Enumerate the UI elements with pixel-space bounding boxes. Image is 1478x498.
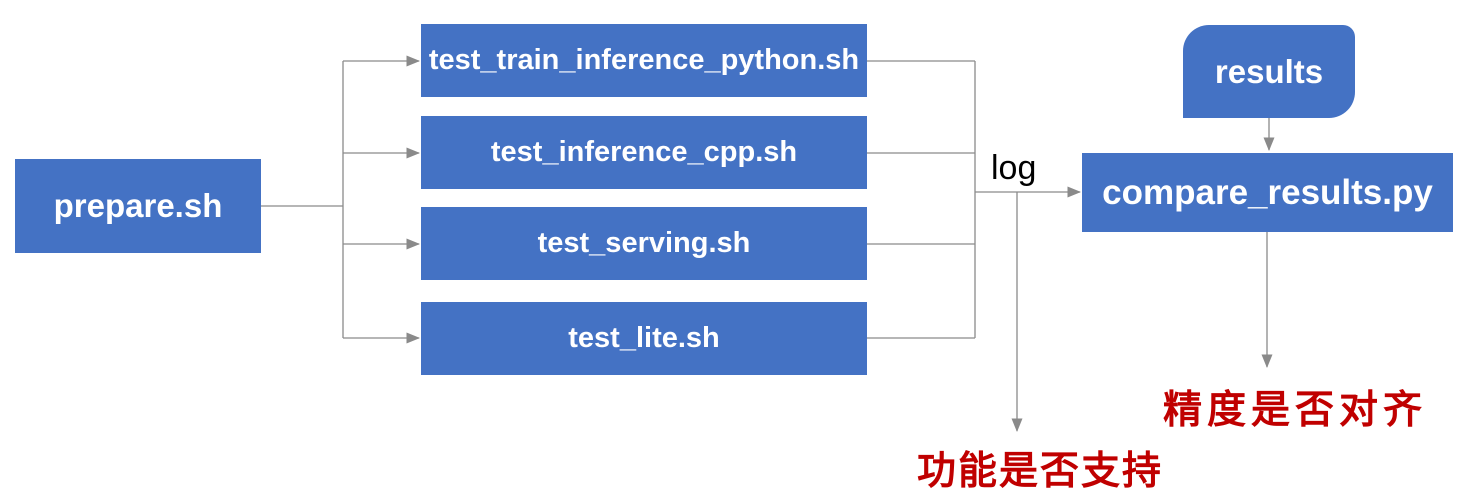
results-node: results bbox=[1183, 25, 1355, 118]
compare-results-node: compare_results.py bbox=[1082, 153, 1453, 232]
test-node-lite: test_lite.sh bbox=[421, 302, 867, 375]
log-label: log bbox=[991, 149, 1037, 187]
test-node-train-inference-python: test_train_inference_python.sh bbox=[421, 24, 867, 97]
prepare-node: prepare.sh bbox=[15, 159, 261, 253]
test-node-inference-cpp: test_inference_cpp.sh bbox=[421, 116, 867, 189]
test-node-serving: test_serving.sh bbox=[421, 207, 867, 280]
precision-aligned-label: 精度是否对齐 bbox=[1163, 389, 1428, 432]
function-support-label: 功能是否支持 bbox=[917, 450, 1164, 493]
